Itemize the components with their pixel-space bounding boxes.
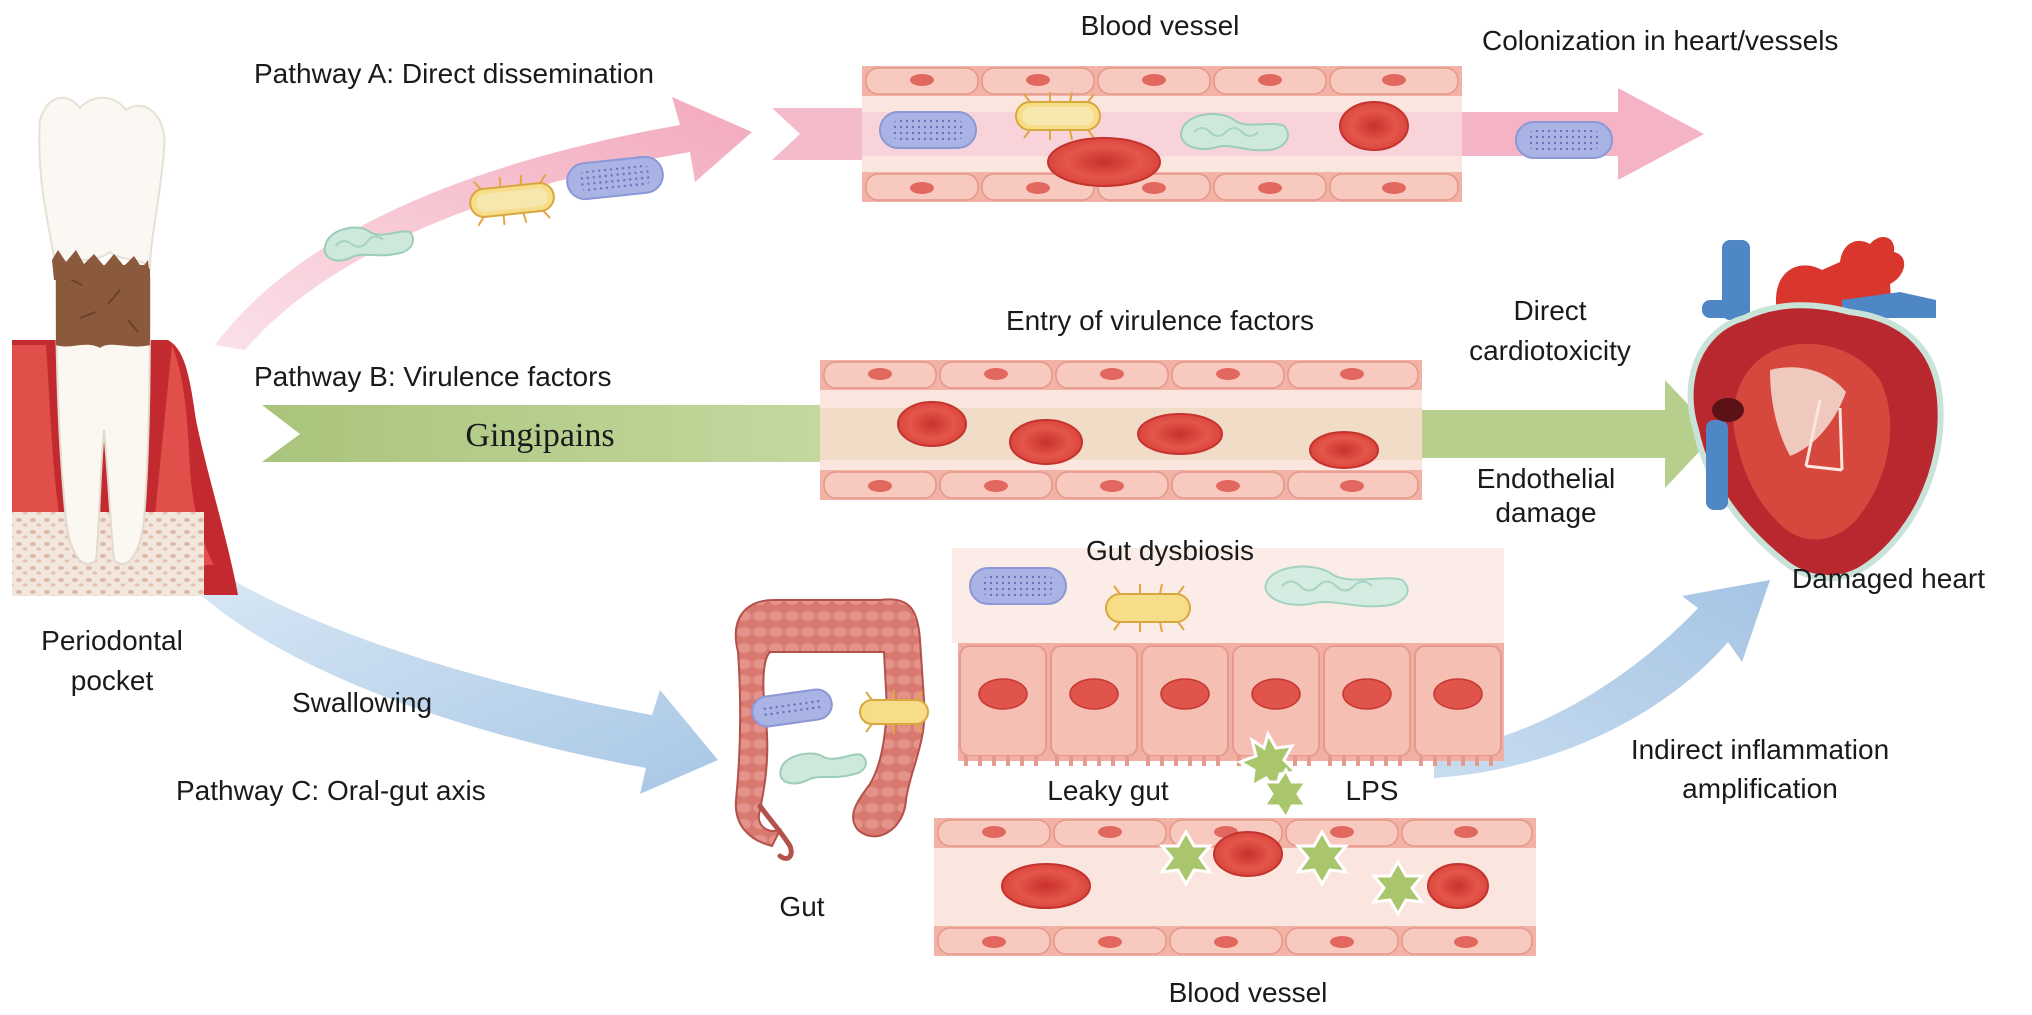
damaged-heart-illustration (1687, 237, 1944, 581)
blue-bacillus-icon (566, 155, 664, 201)
label-periodontal: Periodontal (41, 625, 183, 656)
label-swallowing: Swallowing (292, 687, 432, 718)
label-gut: Gut (779, 891, 824, 922)
red-blood-cell-icon (1213, 831, 1283, 877)
label-indirect-inflammation: Indirect inflammation (1631, 734, 1889, 765)
red-blood-cell-icon (1309, 431, 1379, 469)
red-blood-cell-icon (1047, 137, 1161, 187)
label-damaged-heart: Damaged heart (1792, 563, 1985, 594)
label-damage: damage (1495, 497, 1596, 528)
pathway-a-arrow (215, 97, 752, 350)
red-blood-cell-icon (1427, 863, 1489, 909)
lps-star-icon (1236, 730, 1300, 794)
label-pocket: pocket (71, 665, 154, 696)
green-bacterium-icon (779, 752, 867, 785)
blood-vessel-middle (820, 360, 1422, 500)
label-pathway-a: Pathway A: Direct dissemination (254, 58, 654, 89)
red-blood-cell-icon (897, 401, 967, 447)
gut-epithelium (952, 548, 1504, 766)
tooth-periodontal-illustration (12, 96, 238, 596)
blood-vessel-bottom (934, 818, 1536, 956)
label-entry-virulence: Entry of virulence factors (1006, 305, 1314, 336)
label-gingipains: Gingipains (465, 417, 614, 454)
red-blood-cell-icon (1001, 863, 1091, 909)
label-blood-vessel-top: Blood vessel (1081, 10, 1240, 41)
lps-star-icon (1158, 828, 1214, 888)
lps-star-icon (1370, 858, 1426, 918)
label-endothelial: Endothelial (1477, 463, 1616, 494)
yellow-bacillus-icon (1015, 91, 1101, 141)
label-direct: Direct (1513, 295, 1586, 326)
blue-bacillus-icon (751, 688, 833, 728)
green-bacterium-icon (1264, 565, 1409, 608)
label-blood-vessel-bottom: Blood vessel (1169, 977, 1328, 1008)
blue-bacillus-icon (969, 567, 1067, 605)
yellow-bacillus-icon (859, 690, 929, 734)
lps-star-icon (1294, 828, 1350, 888)
label-colonization: Colonization in heart/vessels (1482, 25, 1838, 56)
yellow-bacillus-icon (1105, 583, 1191, 633)
label-amplification: amplification (1682, 773, 1838, 804)
red-blood-cell-icon (1339, 101, 1409, 151)
bacteria-pathway-a (323, 155, 664, 262)
label-pathway-b: Pathway B: Virulence factors (254, 361, 611, 392)
label-leaky-gut: Leaky gut (1047, 775, 1169, 806)
blue-bacillus-icon (1515, 121, 1613, 159)
label-pathway-c: Pathway C: Oral-gut axis (176, 775, 486, 806)
gut-colon-illustration (734, 598, 926, 861)
gut-dysbiosis-bacteria (969, 565, 1409, 633)
top-vessel-contents (879, 91, 1613, 187)
blue-bacillus-icon (879, 111, 977, 149)
indirect-inflammation-arrow (1434, 580, 1770, 778)
lps-stars (1236, 730, 1309, 821)
pathway-c-arrow (180, 552, 718, 794)
label-lps: LPS (1346, 775, 1399, 806)
red-blood-cell-icon (1137, 413, 1223, 455)
green-bacterium-icon (1180, 113, 1289, 152)
label-gut-dysbiosis: Gut dysbiosis (1086, 535, 1254, 566)
green-bacterium-icon (323, 226, 414, 262)
gut-bacteria (751, 688, 929, 785)
label-cardiotoxicity: cardiotoxicity (1469, 335, 1631, 366)
pathway-b-arrow (262, 380, 1716, 488)
yellow-bacillus-icon (469, 173, 555, 227)
red-blood-cell-icon (1009, 419, 1083, 465)
